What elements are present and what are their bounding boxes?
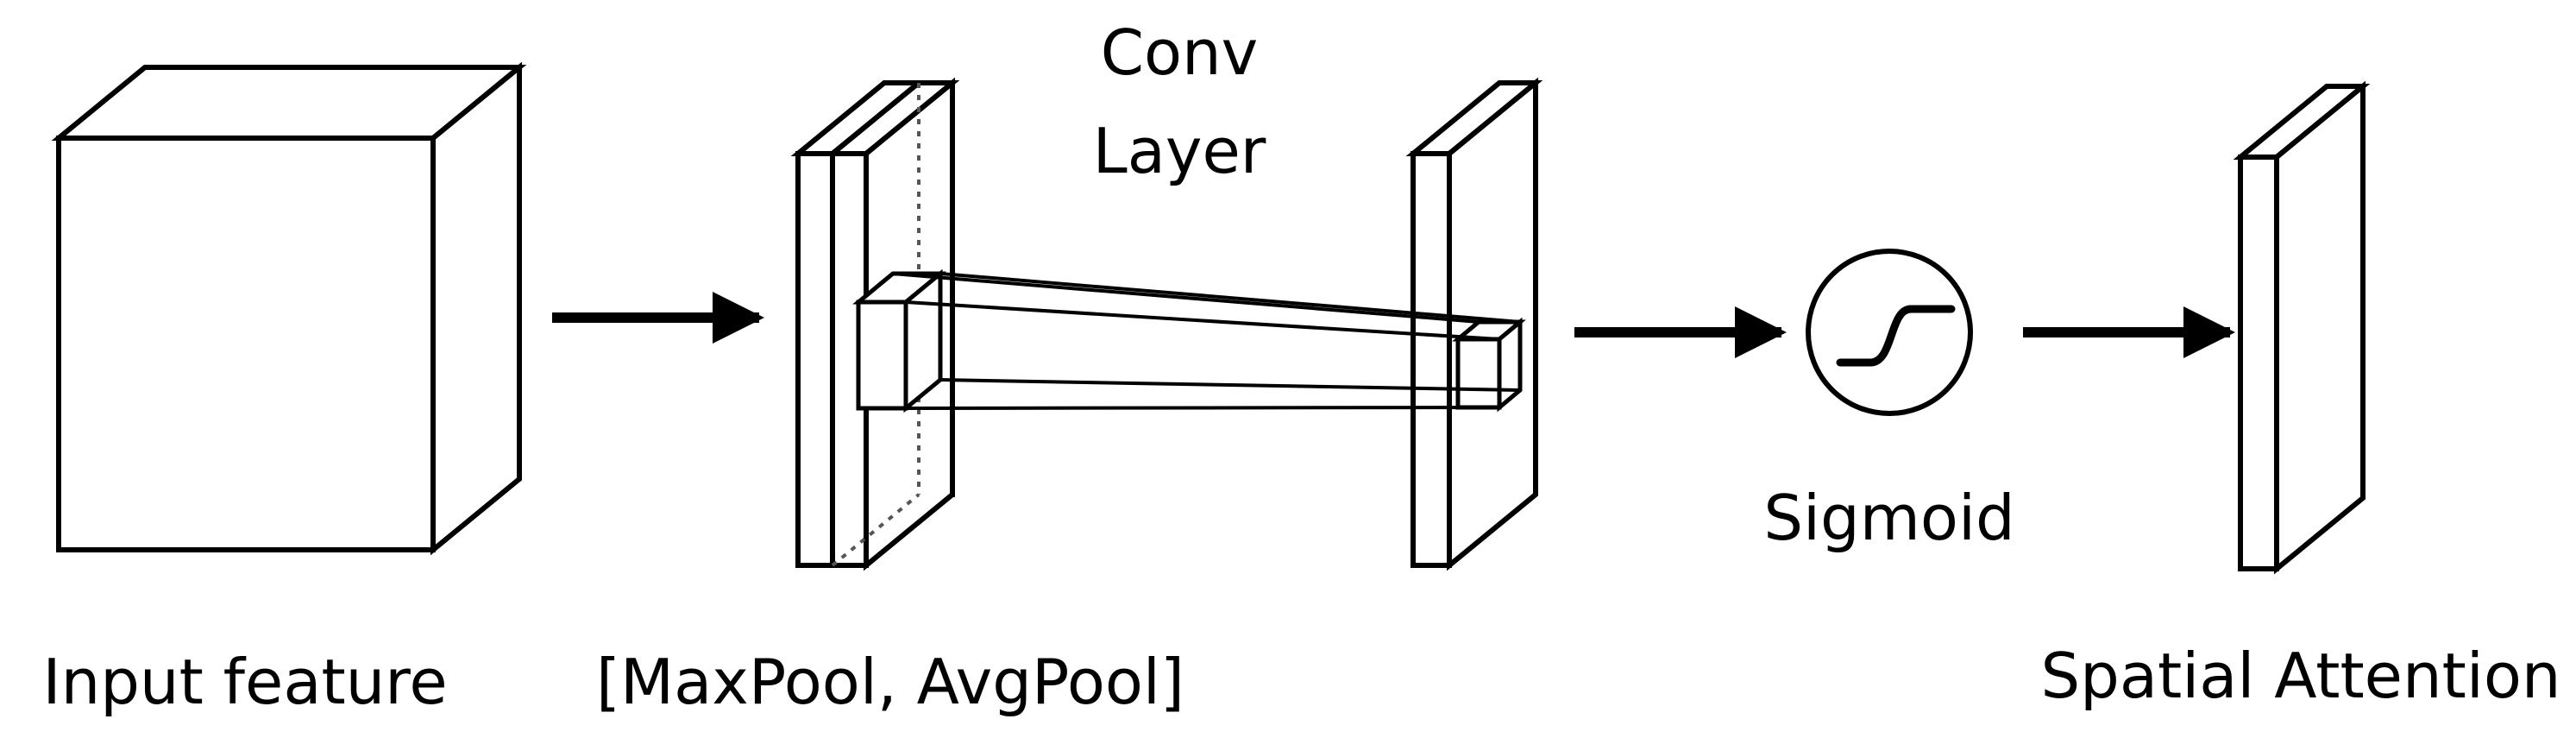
attention-map-side [2274, 80, 2366, 575]
input-feature-cube [51, 61, 527, 556]
label-spatial-attention: Spatial Attention [2040, 640, 2560, 712]
sigmoid-node [1806, 249, 1973, 416]
label-conv-line2: Layer [1093, 115, 1266, 187]
projection-line [939, 378, 1521, 392]
kernel-target-side [1497, 317, 1523, 413]
projection-line [905, 300, 1500, 341]
spatial-attention-map [2233, 80, 2371, 575]
conv-kernel-source [852, 268, 946, 413]
kernel-target-front [1455, 337, 1502, 410]
conv-projection-lines [892, 272, 1521, 410]
kernel-source-front [856, 300, 908, 411]
label-input-feature: Input feature [42, 646, 447, 718]
projection-line [939, 272, 1521, 324]
conv-map-front [1411, 151, 1452, 568]
label-sigmoid: Sigmoid [1763, 482, 2014, 554]
cube-side-face [430, 61, 522, 556]
cube-front-face [56, 136, 436, 552]
attention-map-front [2238, 155, 2279, 571]
sigmoid-curve-icon [1836, 305, 1956, 367]
conv-kernel-target [1452, 317, 1526, 413]
projection-line [892, 272, 1480, 324]
pool-slab-back-front [795, 151, 835, 568]
label-pooled-maps: [MaxPool, AvgPool] [596, 646, 1184, 718]
label-conv-line1: Conv [1101, 16, 1259, 89]
projection-line [905, 406, 1500, 410]
